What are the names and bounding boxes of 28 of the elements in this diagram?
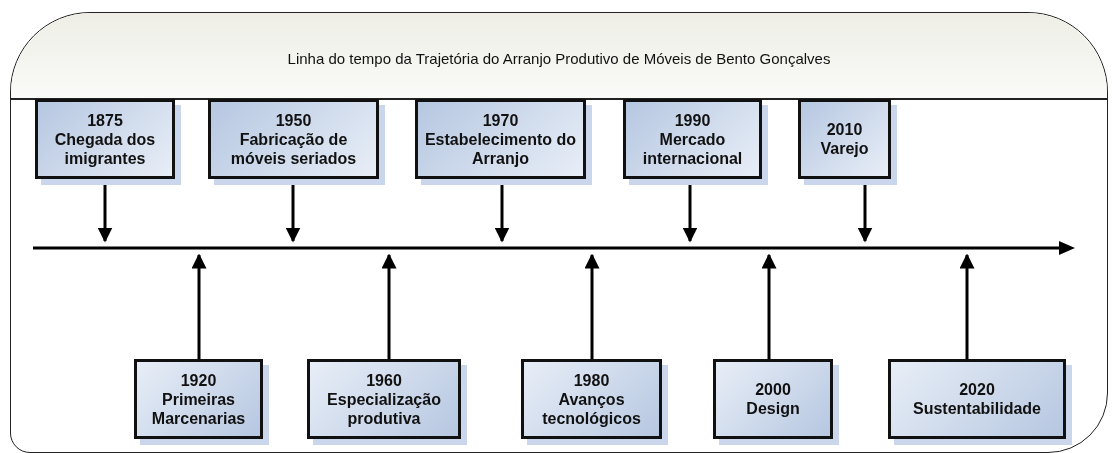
event-label: Estabelecimento do Arranjo (423, 129, 578, 168)
year-label: 2010 (826, 120, 863, 139)
timeline-frame (10, 12, 1108, 453)
arrow (191, 253, 207, 359)
arrow (959, 253, 975, 359)
arrow (761, 253, 777, 359)
year-label: 1970 (482, 110, 519, 130)
event-label: Sustentabilidade (913, 399, 1041, 418)
year-label: 1920 (180, 370, 217, 390)
event-label: Especialização produtiva (326, 389, 442, 428)
timeline-axis-arrow (33, 241, 1075, 255)
arrow (584, 253, 600, 359)
year-label: 1980 (573, 370, 610, 390)
event-label: Fabricação de móveis seriados (229, 129, 358, 168)
event-label: Design (746, 399, 800, 418)
year-label: 2000 (755, 380, 791, 399)
event-label: Varejo (820, 139, 869, 158)
year-label: 1875 (87, 110, 123, 130)
event-label: Chegada dos imigrantes (53, 129, 157, 168)
event-label: Avanços tecnológicos (541, 389, 642, 428)
event-label: Primeiras Marcenarias (150, 389, 247, 428)
arrow (381, 253, 397, 359)
event-label: Mercado internacional (641, 129, 744, 168)
year-label: 2020 (959, 380, 995, 399)
year-label: 1950 (275, 110, 312, 130)
year-label: 1990 (674, 110, 711, 130)
year-label: 1960 (366, 370, 402, 390)
timeline-title: Linha do tempo da Trajetória do Arranjo Produtivo de Móveis de Bento Gonçalves (287, 50, 831, 67)
